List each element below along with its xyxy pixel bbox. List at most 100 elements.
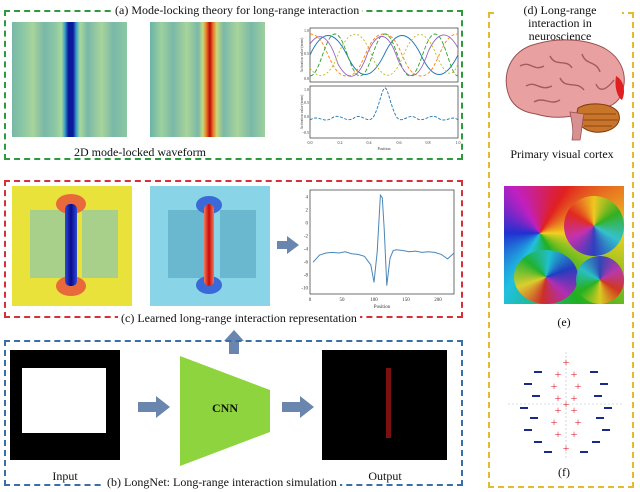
chart-c-point: [389, 257, 391, 259]
plus-marker: +: [555, 427, 562, 441]
plus-marker: +: [571, 403, 578, 417]
chart-c-ytick: 2: [306, 208, 309, 213]
chart-c-xtick: 0: [309, 298, 312, 303]
brainstem: [569, 111, 585, 141]
ytick-top-2: 0.0: [304, 76, 309, 81]
minus-marker: [596, 417, 604, 419]
ytick-bottom-1: 0.5: [304, 100, 309, 105]
cnn-block: [180, 356, 270, 466]
sine-series-2: [309, 33, 459, 77]
minus-marker: [592, 441, 600, 443]
ytick-bottom-0: 1.0: [304, 87, 309, 92]
chart-c-point: [338, 252, 340, 254]
chart-c-ytick: -10: [301, 286, 308, 291]
waveform-red-image: [150, 22, 265, 137]
chart-c-xtick: 100: [370, 298, 378, 303]
ytick-top-0: 1.0: [304, 28, 309, 33]
minus-marker: [590, 371, 598, 373]
field-caption: (f): [558, 465, 570, 479]
panel-b-title: (b) LongNet: Long-range interaction simu…: [104, 476, 340, 489]
panel-c-title: (c) Learned long-range interaction repre…: [118, 312, 360, 325]
cnn-label: CNN: [212, 401, 238, 415]
output-label: Output: [368, 469, 402, 483]
minus-marker: [524, 429, 532, 431]
cyan-map-stripe: [204, 204, 214, 286]
sine-series-5: [309, 33, 459, 76]
chart-c-point: [332, 252, 333, 253]
xtick-1: 0.2: [338, 140, 343, 145]
chart-c-ytick: 4: [306, 195, 309, 200]
brain-illustration: [505, 39, 625, 141]
chart-c-point: [453, 252, 455, 254]
arrow-up-to-panel-c: [224, 330, 244, 354]
input-image: [10, 350, 120, 460]
map-caption: (e): [557, 315, 571, 329]
plus-marker: +: [551, 415, 558, 429]
xtick-4: 0.8: [426, 140, 431, 145]
yellow-map-right-block: [82, 210, 118, 278]
input-white-square: [22, 368, 106, 433]
yellow-map-bottom-blob: [56, 276, 86, 296]
chart-c-point: [386, 285, 388, 286]
minus-marker: [604, 407, 612, 409]
plus-marker: +: [571, 427, 578, 441]
waveform-blue-image: [12, 22, 127, 137]
chart-c-point: [392, 250, 394, 251]
arrow-input-to-cnn: [138, 396, 170, 418]
chart-c-point: [364, 255, 365, 257]
panel-a-title: (a) Mode-locking theory for long-range i…: [112, 4, 363, 17]
orientation-patch-3: [576, 256, 624, 304]
chart-c-point: [380, 194, 381, 196]
brain-caption: Primary visual cortex: [510, 147, 614, 161]
xtick-2: 0.4: [367, 140, 372, 145]
panel-d-title: (d) Long-range interaction in neuroscien…: [498, 4, 622, 43]
panel-a-subtitle: 2D mode-locked waveform: [74, 145, 206, 159]
minus-marker: [532, 395, 540, 397]
chart-c-point: [344, 251, 346, 253]
chart-c-point: [421, 252, 423, 253]
chart-c-point: [312, 261, 314, 263]
arrow-cnn-to-output: [282, 396, 314, 418]
xtick-3: 0.6: [397, 140, 402, 145]
cyan-map-right-block: [220, 210, 256, 278]
plus-marker: +: [563, 441, 570, 455]
chart-c-ytick: -8: [304, 273, 309, 278]
chart-c-point: [396, 249, 397, 251]
chart-c-point: [428, 251, 429, 253]
minus-marker: [602, 429, 610, 431]
sine-series-1: [309, 35, 459, 75]
minus-marker: [594, 395, 602, 397]
plus-marker: +: [555, 367, 562, 381]
xtick-0: 0.0: [308, 140, 313, 145]
brain-folds: [519, 53, 615, 103]
yellow-map-stripe: [65, 204, 77, 286]
chart-c-ytick: -4: [304, 247, 309, 252]
ylabel-bottom: Activation value (norm): [300, 94, 304, 130]
plus-marker: +: [555, 403, 562, 417]
learned-map-yellow: [12, 186, 132, 306]
chart-c-ytick: -2: [304, 234, 309, 239]
minus-marker: [530, 417, 538, 419]
ytick-bottom-3: -0.5: [303, 130, 309, 135]
ylabel-top: Activation value (norm): [300, 37, 304, 73]
chart-c-point: [351, 253, 352, 255]
cerebellum-lines: [580, 113, 618, 127]
minus-marker: [544, 451, 552, 453]
minus-marker: [534, 371, 542, 373]
arrow-to-learned-plot: [277, 236, 299, 254]
minus-marker: [524, 383, 532, 385]
plus-marker: +: [555, 391, 562, 405]
ytick-bottom-2: 0.0: [304, 114, 309, 119]
output-red-stripe: [386, 368, 391, 438]
yellow-map-left-block: [30, 210, 66, 278]
plus-marker: +: [575, 415, 582, 429]
chart-c-series-line: [312, 193, 455, 286]
cyan-map-left-block: [168, 210, 204, 278]
sine-series-4: [309, 34, 459, 77]
orientation-patch-2: [514, 250, 578, 304]
chart-c-point: [383, 228, 385, 230]
chart-c-xtick: 50: [340, 298, 346, 303]
association-field: +++++++++++++++: [508, 352, 624, 460]
chart-c-point: [440, 254, 442, 255]
